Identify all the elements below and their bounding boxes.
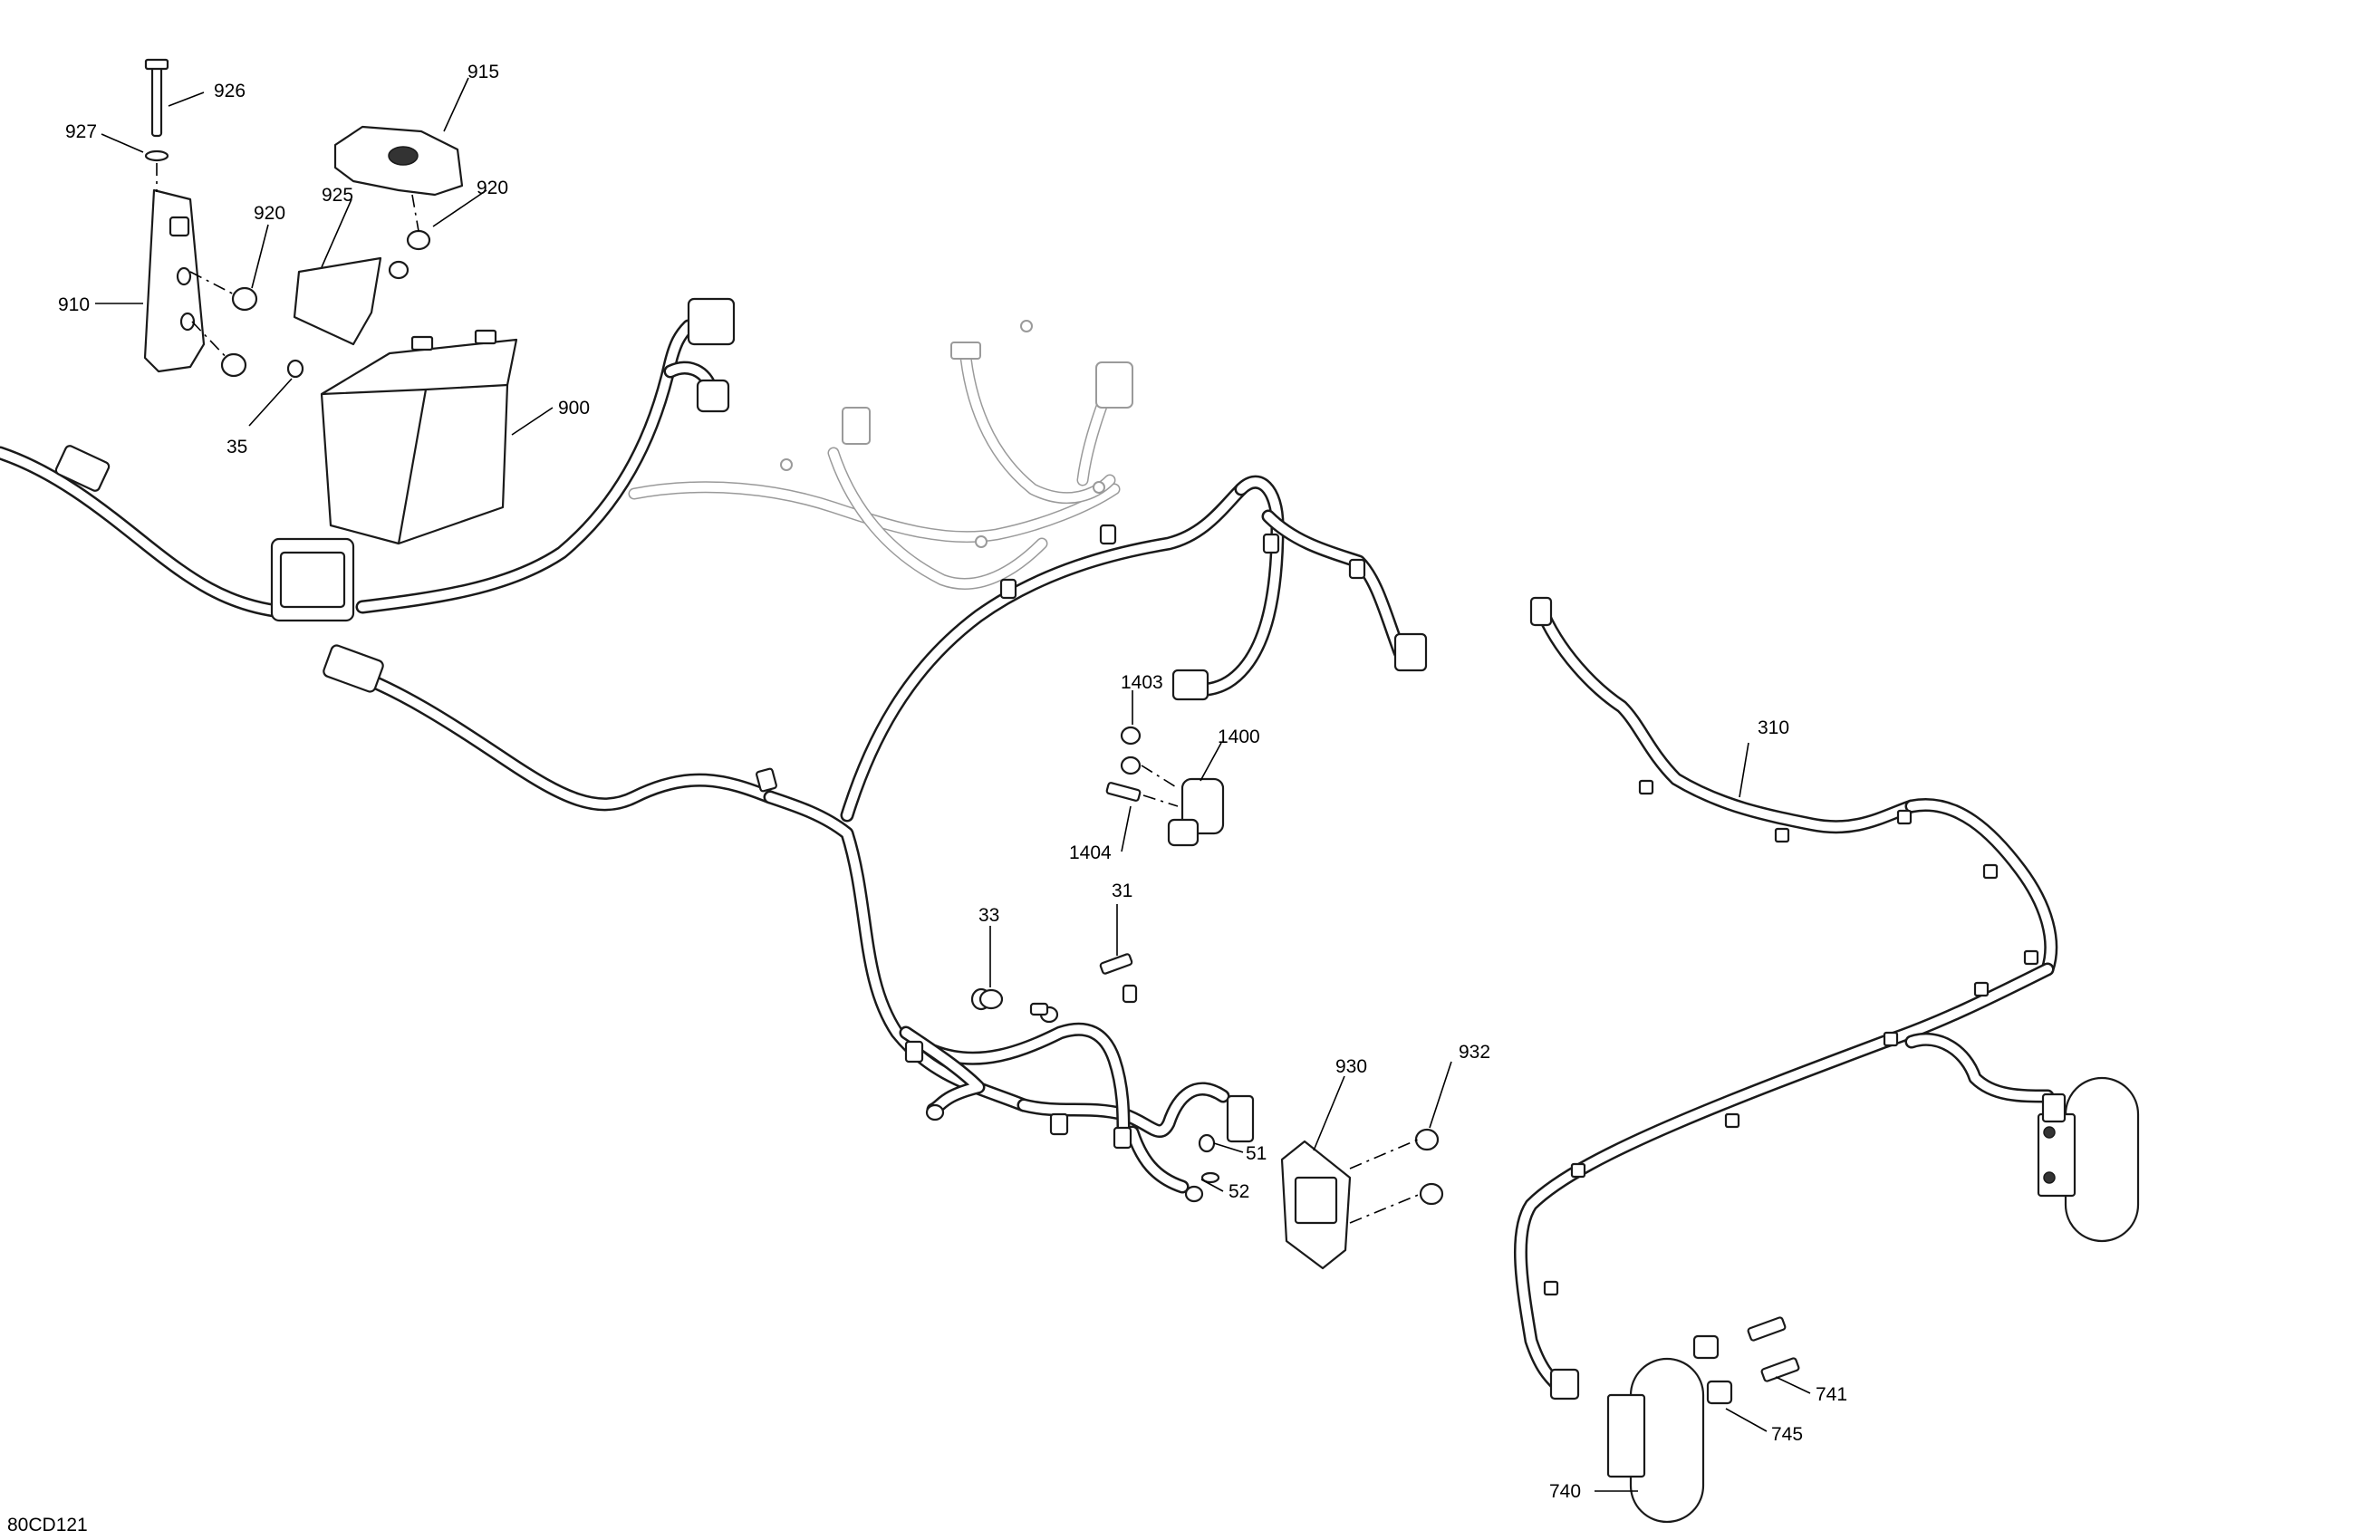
callout-920-upper: 920: [477, 178, 508, 198]
main-harness-trunk: [0, 319, 1407, 1194]
left-connectors: [54, 297, 1428, 701]
diagram-id-label: 80CD121: [7, 1515, 88, 1535]
callout-932: 932: [1459, 1042, 1490, 1063]
speed-sensor: [1105, 726, 1225, 847]
callout-927: 927: [65, 121, 97, 142]
tail-lights: [1606, 1076, 2140, 1524]
callout-900: 900: [558, 398, 590, 419]
rear-harness: [1514, 596, 2058, 1400]
terminal-cover-bracket: [220, 125, 464, 379]
callout-31: 31: [1112, 881, 1132, 901]
callout-910: 910: [58, 294, 90, 315]
callout-labels: 926 927 915 920 925 920 910 900 35 1403 …: [7, 62, 1847, 1535]
callout-35: 35: [226, 437, 247, 457]
callout-33: 33: [978, 905, 999, 926]
callout-740: 740: [1549, 1481, 1581, 1502]
background-ghost-harness: [628, 320, 1133, 590]
callout-926: 926: [214, 81, 246, 101]
callout-741: 741: [1816, 1384, 1847, 1405]
battery-strap-bracket: [143, 58, 244, 373]
callout-930: 930: [1335, 1056, 1367, 1077]
callout-52: 52: [1229, 1181, 1249, 1202]
callout-310: 310: [1758, 717, 1789, 738]
battery: [320, 329, 518, 545]
callout-1403: 1403: [1121, 672, 1163, 693]
control-module: [925, 984, 1444, 1270]
callout-925: 925: [322, 185, 353, 206]
hardware-bolts: [978, 953, 1133, 1016]
callout-1400: 1400: [1218, 727, 1260, 747]
callout-leaders: [95, 77, 1811, 1492]
callout-51: 51: [1246, 1143, 1267, 1164]
callout-915: 915: [467, 62, 499, 82]
callout-1404: 1404: [1069, 842, 1112, 863]
callout-920-lower: 920: [254, 203, 285, 224]
callout-745: 745: [1771, 1424, 1803, 1445]
